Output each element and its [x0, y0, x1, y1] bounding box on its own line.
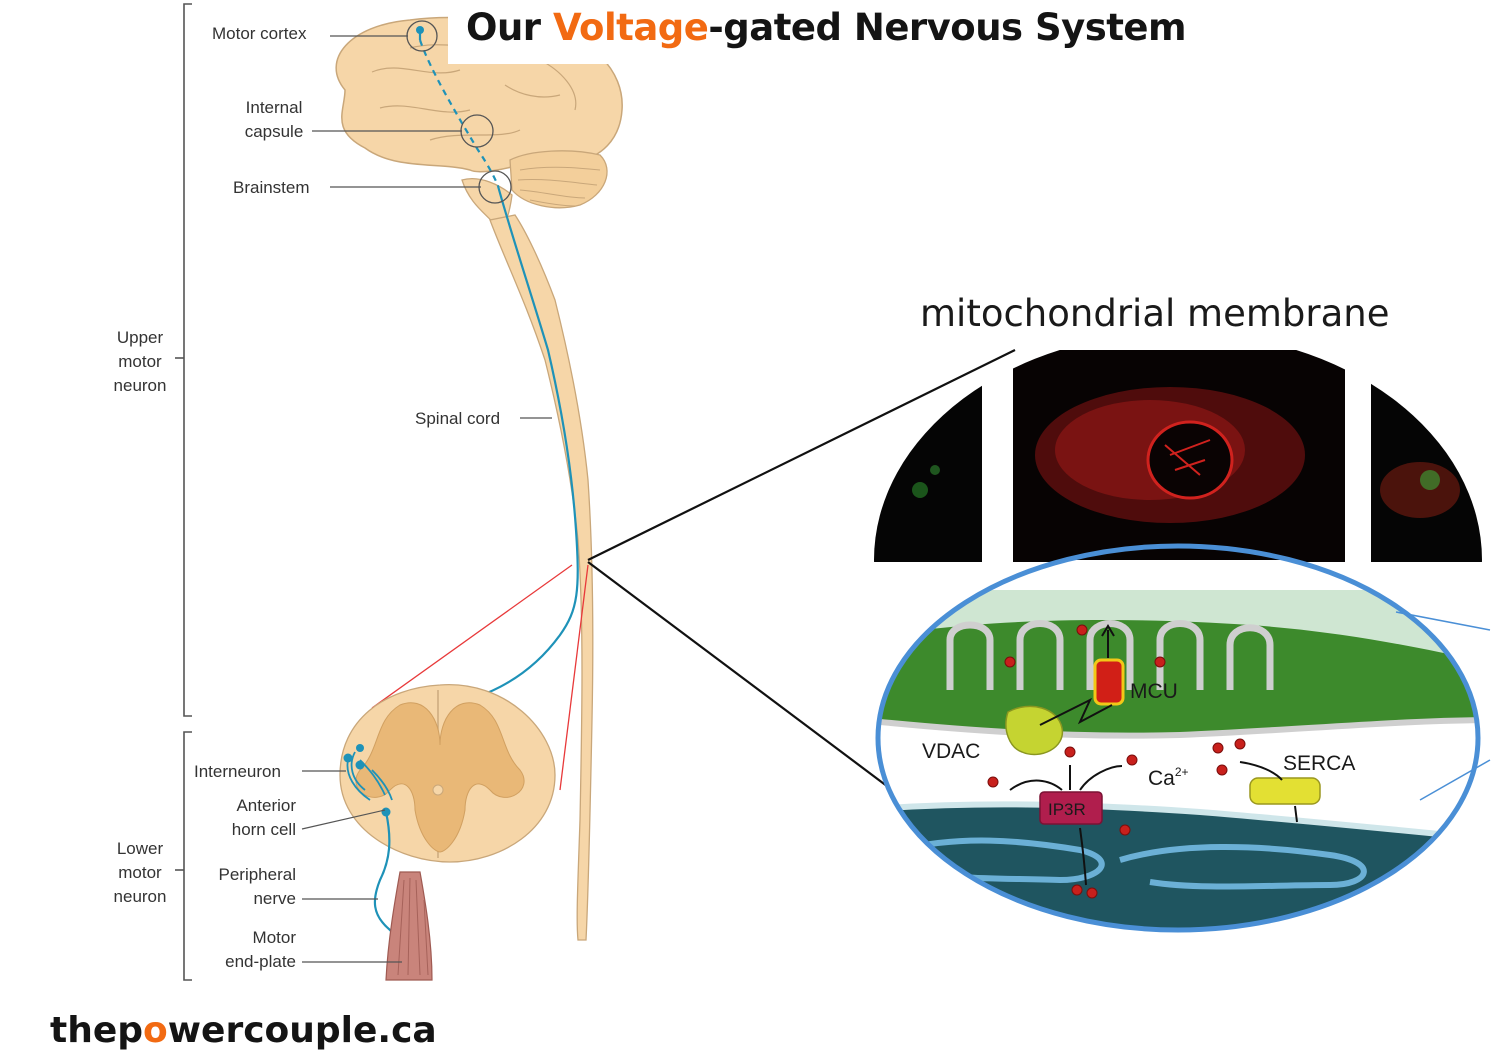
spinal-cord — [489, 214, 594, 941]
motor-cortex-marker — [406, 20, 438, 52]
spinal-cross-section — [339, 684, 556, 863]
internal-capsule-marker — [460, 114, 494, 148]
label-interneuron: Interneuron — [194, 762, 281, 781]
calcium-label: Ca2+ — [1148, 765, 1189, 790]
upper-motor-neuron-bracket — [183, 3, 192, 717]
label-brainstem: Brainstem — [233, 178, 310, 197]
upper-axon — [354, 185, 579, 753]
label-motor-cortex: Motor cortex — [212, 24, 307, 43]
lower-motor-neuron-bracket — [183, 731, 192, 981]
ip3r-label: IP3R — [1048, 800, 1086, 819]
mcu-channel — [1093, 658, 1125, 706]
label-spinal-cord: Spinal cord — [415, 409, 501, 428]
membrane-zoom-outline — [875, 543, 1481, 933]
membrane-illustration: MCU VDAC IP3R Ca2+ SERCA — [878, 560, 1478, 930]
upper-axon-dashed — [418, 39, 500, 187]
page-title: Our Voltage-gated Nervous System — [466, 6, 1187, 49]
serca-pump — [1249, 777, 1321, 805]
vdac-label: VDAC — [922, 740, 980, 763]
mcu-label: MCU — [1130, 680, 1178, 703]
serca-label: SERCA — [1283, 752, 1355, 775]
site-url: thepowercouple.ca — [50, 1010, 437, 1051]
vdac-channel — [1005, 705, 1064, 756]
brainstem-marker — [478, 170, 512, 204]
title-background — [448, 0, 1198, 64]
microscopy-panels — [874, 350, 1482, 562]
ip3r-channel — [1039, 791, 1103, 825]
inset-title: mitochondrial membrane — [920, 292, 1390, 335]
